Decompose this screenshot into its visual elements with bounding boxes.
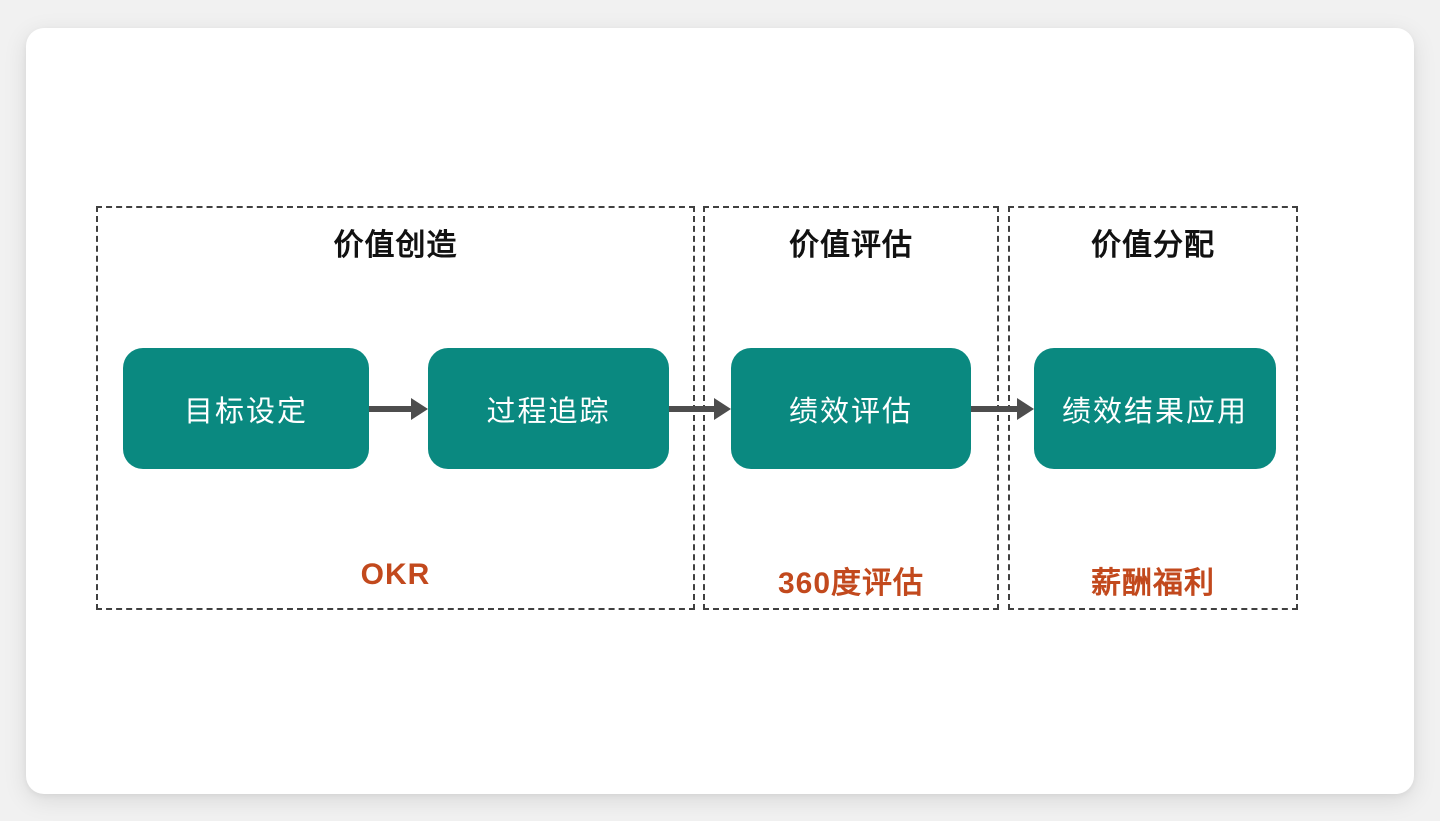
section-title: 价值分配	[1091, 229, 1215, 262]
flow-step-process-tracking: 过程追踪	[428, 348, 669, 469]
flow-step-label: 绩效评估	[788, 395, 913, 428]
section-value-creation: 价值创造 OKR	[96, 206, 695, 610]
arrow-head-icon	[1017, 398, 1034, 420]
flow-step-label: 目标设定	[183, 395, 308, 428]
arrow-head-icon	[411, 398, 428, 420]
flow-arrow-icon	[971, 398, 1034, 420]
arrow-head-icon	[714, 398, 731, 420]
section-method-label: OKR	[360, 558, 431, 591]
section-method-label: 薪酬福利	[1091, 567, 1215, 600]
flow-step-goal-setting: 目标设定	[123, 348, 369, 469]
flow-step-performance-evaluation: 绩效评估	[731, 348, 971, 469]
arrow-shaft	[369, 406, 415, 412]
flow-step-result-application: 绩效结果应用	[1034, 348, 1276, 469]
flow-step-label: 绩效结果应用	[1061, 395, 1248, 428]
diagram-card: 价值创造 OKR 价值评估 360度评估 价值分配 薪酬福利 目标设定 过程追踪…	[26, 28, 1414, 794]
section-method-label: 360度评估	[777, 567, 925, 600]
flow-arrow-icon	[369, 398, 428, 420]
arrow-shaft	[971, 406, 1021, 412]
section-value-distribution: 价值分配 薪酬福利	[1008, 206, 1298, 610]
arrow-shaft	[669, 406, 718, 412]
flow-step-label: 过程追踪	[486, 395, 611, 428]
section-title: 价值创造	[333, 229, 458, 262]
section-title: 价值评估	[789, 229, 913, 262]
flow-arrow-icon	[669, 398, 731, 420]
